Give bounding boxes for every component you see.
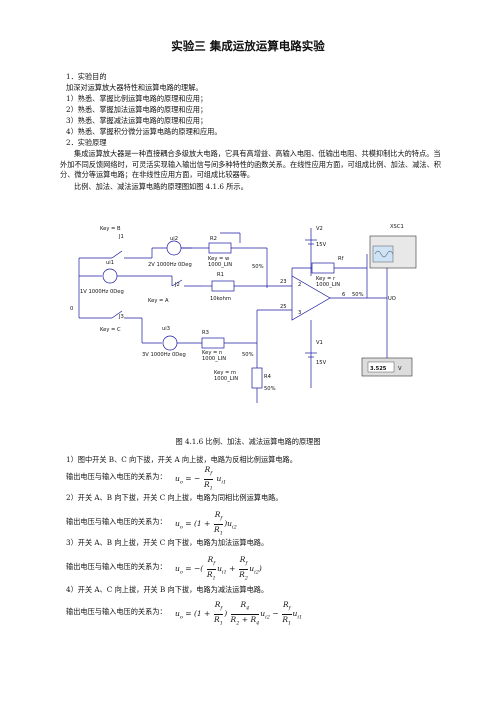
page-title: 实验三 集成运放运算电路实验 — [171, 39, 325, 53]
label-v2-val: 15V — [316, 242, 327, 248]
label-ui3: ui3 — [162, 326, 170, 332]
purpose-item-2: 2）熟悉、掌握加法运算电路的原理和应用； — [66, 105, 208, 114]
label-key-c: Key = C — [100, 327, 121, 333]
purpose-heading: 1．实验目的 — [66, 72, 107, 81]
label-r4: R4 — [264, 374, 272, 380]
label-pct2: 50% — [242, 352, 254, 358]
label-r2-key: Key = w — [208, 256, 230, 262]
label-pct3: 50% — [264, 386, 276, 392]
label-pct4: 50% — [352, 292, 364, 298]
label-rf-key: Key = r — [316, 276, 336, 282]
label-r4-val: 1000_LIN — [214, 376, 238, 382]
label-pct1: 50% — [252, 264, 264, 270]
purpose-item-3: 3）熟悉、掌握减法运算电路的原理和应用； — [66, 116, 208, 125]
label-node25: 25 — [280, 304, 287, 310]
label-node3: 3 — [298, 310, 301, 316]
label-j3: J3 — [118, 314, 124, 320]
label-v1-val: 15V — [316, 360, 327, 366]
label-node6: 6 — [342, 292, 345, 298]
purpose-item-4: 4）熟悉、掌握积分微分运算电路的原理和应用。 — [66, 127, 222, 136]
circuit-schematic: J1 Key = B ui1 1V 1000Hz 0Deg ui2 2V 100… — [70, 224, 417, 403]
case-1-desc: 1）图中开关 B、C 向下拔，开关 A 向上拔，电路为反相比例运算电路。 — [66, 455, 297, 464]
label-r2-val: 1000_LIN — [208, 262, 232, 268]
label-node0: 0 — [70, 306, 73, 312]
principle-paragraph: 集成运算放大器是一种直接耦合多级放大电路，它具有高增益、高输入电阻、低输出电阻、… — [60, 149, 441, 180]
case-3-formula-intro: 输出电压与输入电压的关系为： — [66, 562, 167, 571]
label-v2: V2 — [316, 226, 323, 232]
label-r1-val: 10kohm — [210, 296, 231, 302]
label-key-a: Key = A — [148, 298, 169, 304]
label-uo: UO — [388, 296, 396, 302]
label-j2: J2 — [174, 282, 180, 288]
case-1-formula-intro: 输出电压与输入电压的关系为： — [66, 472, 167, 481]
purpose-item-1: 1）熟悉、掌握比例运算电路的原理和应用； — [66, 94, 208, 103]
label-r3: R3 — [202, 330, 209, 336]
figure-caption: 图 4.1.6 比例、加法、减法运算电路的原理图 — [175, 437, 321, 446]
label-r3-key: Key = n — [202, 350, 222, 356]
case-3-desc: 3）开关 A、B 向上拔，开关 C 向下拔，电路为加法运算电路。 — [66, 538, 269, 547]
label-r3-val: 1000_LIN — [202, 356, 226, 362]
label-ui2: ui2 — [170, 236, 178, 242]
label-ui1: ui1 — [106, 260, 114, 266]
label-node23: 23 — [280, 279, 287, 285]
case-4-desc: 4）开关 A、C 向上拔，开关 B 向下拔，电路为减法运算电路。 — [66, 585, 269, 594]
case-2-desc: 2）开关 A、B 向下拔，开关 C 向上拔，电路为同相比例运算电路。 — [66, 493, 283, 502]
label-src1: 1V 1000Hz 0Deg — [80, 289, 124, 295]
label-j1: J1 — [118, 234, 124, 240]
label-v1: V1 — [316, 340, 323, 346]
label-rf: Rf — [338, 256, 344, 262]
label-xsc: XSC1 — [390, 224, 404, 230]
case-2-formula-intro: 输出电压与输入电压的关系为： — [66, 517, 167, 526]
label-r2: R2 — [210, 236, 217, 242]
meter-unit: V — [398, 366, 402, 372]
case-4-formula-intro: 输出电压与输入电压的关系为： — [66, 607, 167, 616]
figure-reference: 比例、加法、减法运算电路的原理图如图 4.1.6 所示。 — [74, 182, 248, 191]
label-src2: 2V 1000Hz 0Deg — [148, 262, 192, 268]
label-node2: 2 — [298, 282, 301, 288]
meter-reading: 3.525 — [370, 366, 387, 372]
purpose-intro: 加深对运算放大器特性和运算电路的理解。 — [66, 83, 203, 92]
principle-heading: 2．实验原理 — [66, 138, 107, 147]
label-r4-key: Key = m — [214, 370, 236, 376]
label-r1: R1 — [217, 272, 224, 278]
label-src3: 3V 1000Hz 0Deg — [142, 352, 186, 358]
label-key-b: Key = B — [100, 226, 121, 232]
label-rf-val: 1000_LIN — [316, 282, 340, 288]
